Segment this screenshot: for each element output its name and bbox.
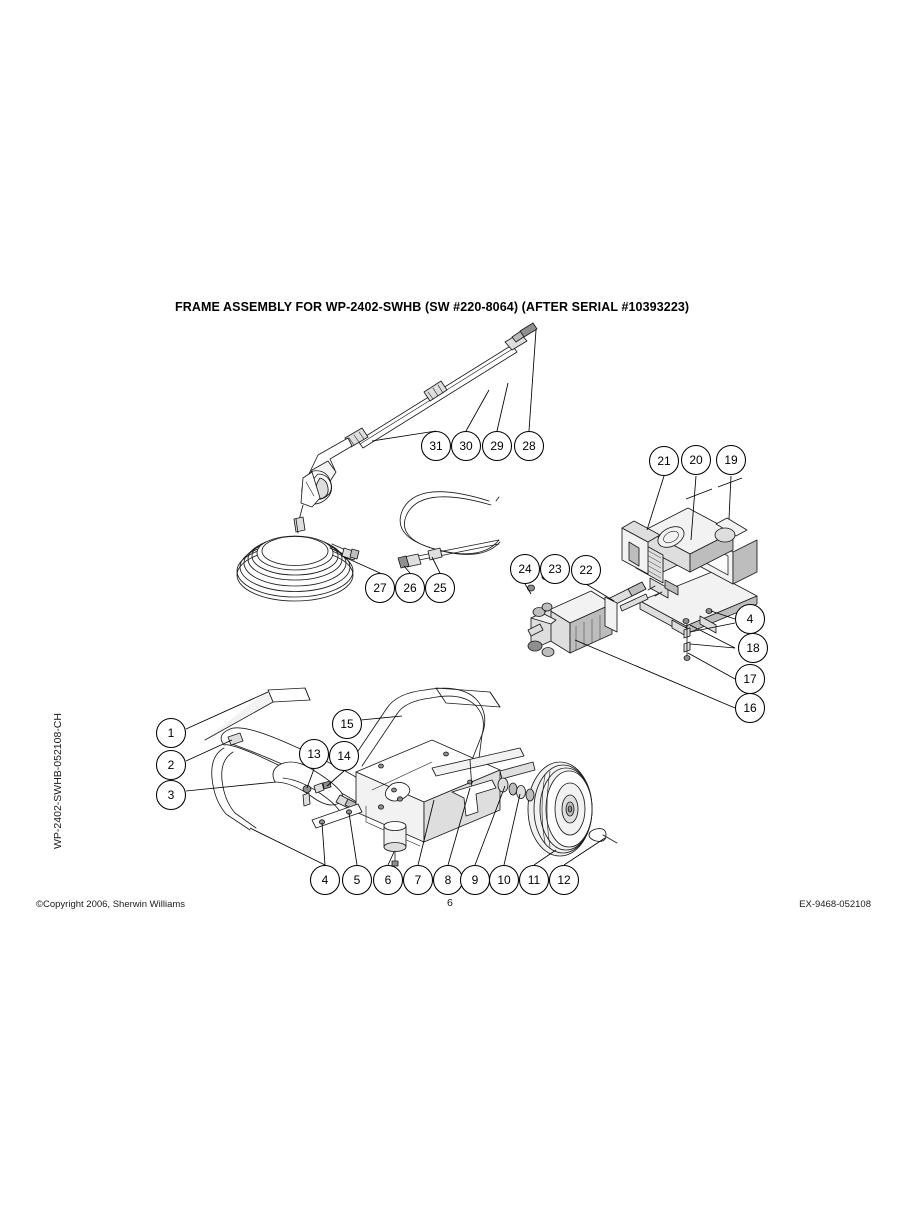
- callout-label-4: 4: [322, 873, 329, 887]
- callout-circle-21[interactable]: [648, 445, 680, 477]
- callout-circle-16[interactable]: [734, 692, 766, 724]
- callout-label-21: 21: [657, 454, 671, 468]
- callout-label-9: 9: [472, 873, 479, 887]
- callout-circle-23[interactable]: [539, 553, 571, 585]
- callout-circle-20[interactable]: [680, 444, 712, 476]
- looped-hose-assembly: [397, 491, 501, 569]
- page-title: FRAME ASSEMBLY FOR WP-2402-SWHB (SW #220…: [175, 300, 690, 314]
- spray-wand-assembly: [293, 322, 538, 533]
- footer-page-number: 6: [447, 897, 453, 909]
- callout-circle-18[interactable]: [737, 632, 769, 664]
- callout-label-2: 2: [168, 758, 175, 772]
- callout-label-7: 7: [415, 873, 422, 887]
- callout-circle-15[interactable]: [331, 708, 363, 740]
- callout-label-12: 12: [557, 873, 571, 887]
- callout-label-31: 31: [429, 439, 443, 453]
- callout-label-22: 22: [579, 563, 593, 577]
- callout-label-19: 19: [724, 453, 738, 467]
- callout-circle-22[interactable]: [570, 554, 602, 586]
- footer-copyright: ©Copyright 2006, Sherwin Williams: [36, 899, 186, 910]
- callout-circle-28[interactable]: [513, 430, 545, 462]
- callout-label-17: 17: [743, 672, 757, 686]
- callout-leader-lines: [185, 329, 743, 866]
- callout-label-6: 6: [385, 873, 392, 887]
- callout-circle-29[interactable]: [481, 430, 513, 462]
- callout-label-11: 11: [528, 873, 541, 887]
- callout-circle-1[interactable]: [155, 717, 187, 749]
- callout-label-24: 24: [518, 562, 532, 576]
- callout-label-20: 20: [689, 453, 703, 467]
- callout-circle-11[interactable]: [518, 864, 550, 896]
- callout-label-28: 28: [522, 439, 536, 453]
- callout-label-1: 1: [168, 726, 175, 740]
- callout-circle-13[interactable]: [298, 738, 330, 770]
- callout-label-26: 26: [403, 581, 417, 595]
- callout-circle-7[interactable]: [402, 864, 434, 896]
- callout-circle-6[interactable]: [372, 864, 404, 896]
- callout-circle-14[interactable]: [328, 740, 360, 772]
- frame-handle-assembly: [204, 687, 536, 867]
- engine-assembly: [619, 507, 758, 638]
- callout-label-30: 30: [459, 439, 473, 453]
- engine-mount-hardware: [682, 608, 713, 661]
- wheel-axle-assembly: [497, 761, 618, 857]
- callout-label-10: 10: [497, 873, 511, 887]
- callout-circle-8[interactable]: [432, 864, 464, 896]
- callout-circle-4-engine[interactable]: [734, 603, 766, 635]
- callout-label-8: 8: [445, 873, 452, 887]
- callout-label-13: 13: [307, 747, 321, 761]
- callout-circle-19[interactable]: [715, 444, 747, 476]
- callout-label-18: 18: [746, 641, 760, 655]
- callout-label-5: 5: [354, 873, 361, 887]
- callout-circle-4[interactable]: [309, 864, 341, 896]
- callout-circle-25[interactable]: [424, 572, 456, 604]
- hose-coil-assembly: [236, 518, 360, 602]
- callout-circle-3[interactable]: [155, 779, 187, 811]
- callout-label-27: 27: [373, 581, 387, 595]
- callout-label-23: 23: [548, 562, 562, 576]
- callout-label-4-engine: 4: [747, 612, 754, 626]
- callout-circle-30[interactable]: [450, 430, 482, 462]
- callout-circle-17[interactable]: [734, 663, 766, 695]
- callout-circle-24[interactable]: [509, 553, 541, 585]
- side-margin-label: WP-2402-SWHB-052108-CH: [52, 713, 64, 849]
- callout-label-3: 3: [168, 788, 175, 802]
- callout-circle-9[interactable]: [459, 864, 491, 896]
- callout-circle-31[interactable]: [420, 430, 452, 462]
- pump-assembly: [527, 574, 647, 657]
- callout-label-29: 29: [490, 439, 504, 453]
- callout-circle-5[interactable]: [341, 864, 373, 896]
- callout-bubbles: 1 2 3 4 5 6 7 8 9 10 11 12 13: [155, 430, 769, 896]
- callout-circle-2[interactable]: [155, 749, 187, 781]
- callout-circle-27[interactable]: [364, 572, 396, 604]
- footer-document-code: EX-9468-052108: [799, 899, 871, 910]
- callout-label-16: 16: [743, 701, 757, 715]
- callout-circle-26[interactable]: [394, 572, 426, 604]
- callout-circle-12[interactable]: [548, 864, 580, 896]
- callout-label-15: 15: [340, 717, 354, 731]
- callout-label-25: 25: [433, 581, 447, 595]
- callout-label-14: 14: [337, 749, 351, 763]
- callout-circle-10[interactable]: [488, 864, 520, 896]
